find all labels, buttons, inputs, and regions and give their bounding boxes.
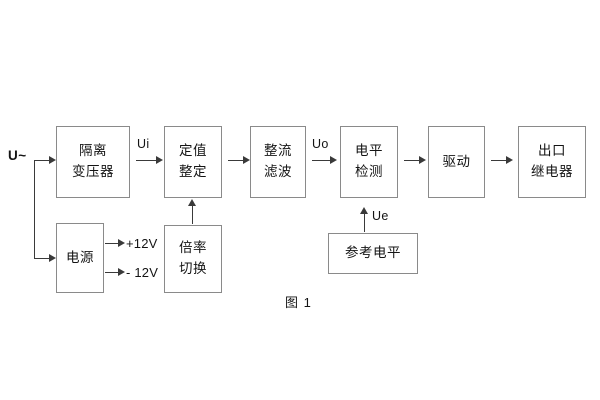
power-output-positive-label: +12V <box>126 236 158 251</box>
block-multiplier-switch[interactable]: 倍率 切换 <box>164 225 222 293</box>
input-source-label: U~ <box>8 148 27 163</box>
block-level-detect-line2: 检测 <box>355 164 383 179</box>
input-branch-top-line <box>34 160 50 162</box>
signal-label-uo: Uo <box>312 137 329 151</box>
input-trunk-vertical-line <box>34 160 36 259</box>
figure-caption: 图 1 <box>285 295 312 310</box>
block-drive-line1: 驱动 <box>442 153 471 169</box>
arrow-rectify-to-level-icon <box>330 155 337 164</box>
arrow-level-to-drive-line <box>404 160 420 162</box>
block-reference-level-line1: 参考电平 <box>345 245 401 261</box>
power-output-negative-label: - 12V <box>126 265 159 280</box>
block-reference-level[interactable]: 参考电平 <box>328 233 418 274</box>
arrow-rectify-to-level-line <box>312 160 331 162</box>
arrow-setting-to-rectify-line <box>228 160 244 162</box>
input-branch-bottom-line <box>34 258 50 260</box>
arrow-drive-to-relay-line <box>491 160 507 162</box>
power-output-positive-line <box>105 243 119 245</box>
arrow-reference-to-level-line <box>364 213 366 232</box>
arrow-isolation-to-setting-icon <box>156 155 163 164</box>
block-drive[interactable]: 驱动 <box>428 126 485 198</box>
block-multiplier-switch-line2: 切换 <box>179 261 207 276</box>
arrow-multiplier-to-setting-line <box>192 205 194 224</box>
block-output-relay-line1: 出口 <box>538 143 566 159</box>
block-output-relay-line2: 继电器 <box>531 164 573 179</box>
block-multiplier-switch-line1: 倍率 <box>179 240 207 256</box>
block-power-supply-line1: 电源 <box>66 249 94 265</box>
arrow-drive-to-relay-icon <box>506 155 513 164</box>
arrow-setting-to-rectify-icon <box>243 155 250 164</box>
block-isolation-transformer[interactable]: 隔离 变压器 <box>56 126 130 198</box>
block-rectify-filter[interactable]: 整流 滤波 <box>250 126 306 198</box>
block-isolation-transformer-line2: 变压器 <box>72 164 114 179</box>
block-setting-value-line1: 定值 <box>179 143 207 159</box>
block-level-detect-line1: 电平 <box>355 143 383 159</box>
block-power-supply[interactable]: 电源 <box>56 223 104 293</box>
signal-label-ui: Ui <box>137 137 150 151</box>
arrow-reference-to-level-icon <box>360 207 369 214</box>
block-level-detect[interactable]: 电平 检测 <box>340 126 398 198</box>
input-branch-bottom-arrow-icon <box>49 253 56 262</box>
block-setting-value[interactable]: 定值 整定 <box>164 126 222 198</box>
block-rectify-filter-line2: 滤波 <box>264 164 292 179</box>
arrow-multiplier-to-setting-icon <box>188 199 197 206</box>
signal-label-ue: Ue <box>372 209 389 223</box>
block-output-relay[interactable]: 出口 继电器 <box>518 126 586 198</box>
arrow-level-to-drive-icon <box>419 155 426 164</box>
power-output-negative-line <box>105 272 119 274</box>
block-setting-value-line2: 整定 <box>179 164 207 179</box>
block-rectify-filter-line1: 整流 <box>264 143 292 159</box>
block-isolation-transformer-line1: 隔离 <box>79 143 107 159</box>
input-branch-top-arrow-icon <box>49 155 56 164</box>
power-output-negative-arrow-icon <box>118 267 125 276</box>
power-output-positive-arrow-icon <box>118 238 125 247</box>
arrow-isolation-to-setting-line <box>136 160 157 162</box>
